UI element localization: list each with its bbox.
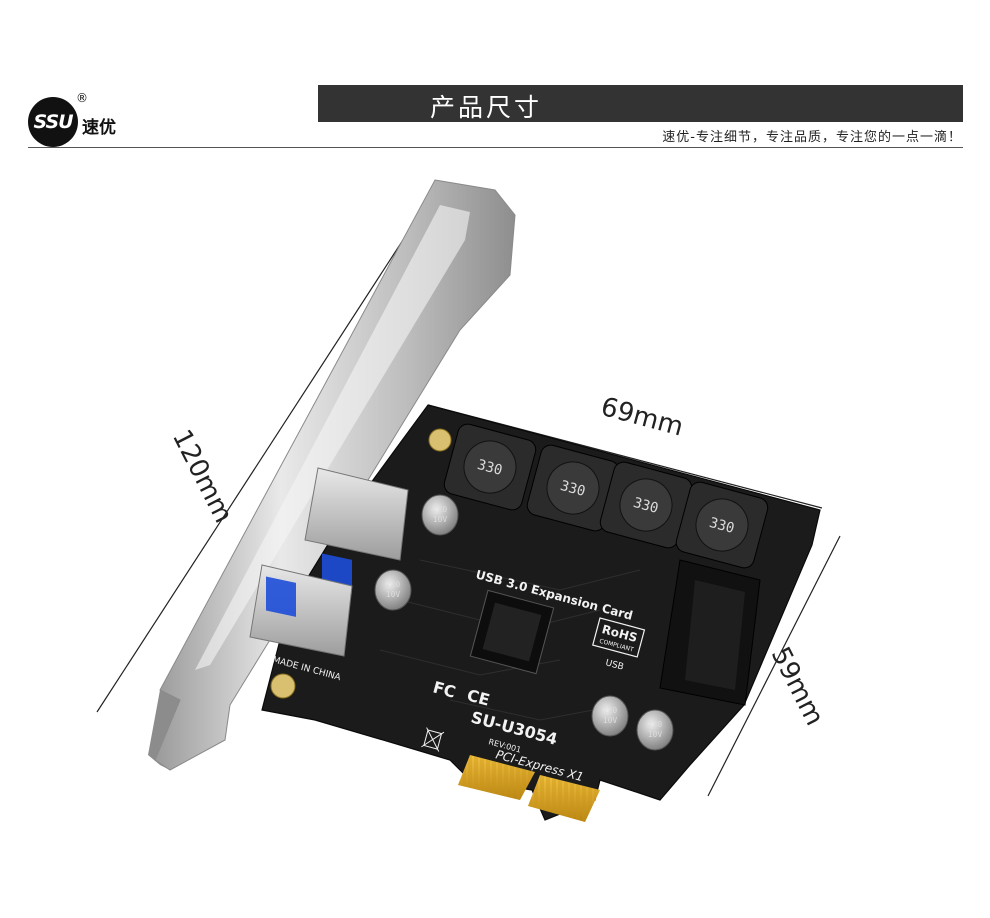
inductor-label: 330	[475, 457, 504, 479]
capacitor: 220 10V	[421, 494, 459, 536]
inductor-label: 330	[707, 515, 736, 537]
pcie-gold-fingers	[458, 755, 600, 822]
registered-mark: ®	[76, 91, 88, 105]
screw-icon	[270, 673, 296, 699]
cap-label: 220	[603, 706, 618, 715]
cap-label: 220	[386, 580, 401, 589]
capacitor: 220 10V	[636, 709, 674, 751]
weee-bin-icon	[421, 727, 445, 752]
brand-logo: SSU ® 速优	[28, 91, 138, 147]
cap-voltage: 10V	[603, 716, 618, 725]
cap-label: 220	[433, 505, 448, 514]
slogan: 速优-专注细节，专注品质，专注您的一点一滴！	[662, 130, 962, 145]
height-dimension-line	[707, 535, 841, 797]
width-label: 69mm	[598, 392, 687, 443]
title-bar: 产品尺寸	[318, 85, 963, 122]
inductor: 330	[526, 444, 620, 532]
inductor: 330	[675, 481, 769, 569]
cap-voltage: 10V	[386, 590, 401, 599]
logo-mark: SSU	[28, 97, 78, 147]
usb-silk-label: USB	[604, 658, 624, 672]
usb-port-bottom	[249, 564, 353, 657]
cap-voltage: 10V	[648, 730, 663, 739]
page-title: 产品尺寸	[430, 93, 543, 122]
cap-voltage: 10V	[433, 515, 448, 524]
height-label: 59mm	[765, 642, 830, 730]
inductor-label: 330	[631, 495, 660, 517]
inductor: 330	[443, 423, 537, 511]
length-dimension-line	[96, 185, 439, 713]
length-label: 120mm	[166, 425, 238, 528]
usb-header-connector	[659, 559, 761, 706]
inductor-label: 330	[558, 478, 587, 500]
inductor: 330	[599, 461, 693, 549]
screw-icon	[428, 428, 452, 452]
cap-label: 220	[648, 720, 663, 729]
inductor-row: 330 330 330 330	[443, 423, 769, 569]
capacitor: 220 10V	[374, 569, 412, 611]
controller-chip	[469, 589, 555, 675]
brand-name: 速优	[82, 118, 116, 138]
capacitor: 220 10V	[591, 695, 629, 737]
header-divider	[28, 147, 963, 148]
